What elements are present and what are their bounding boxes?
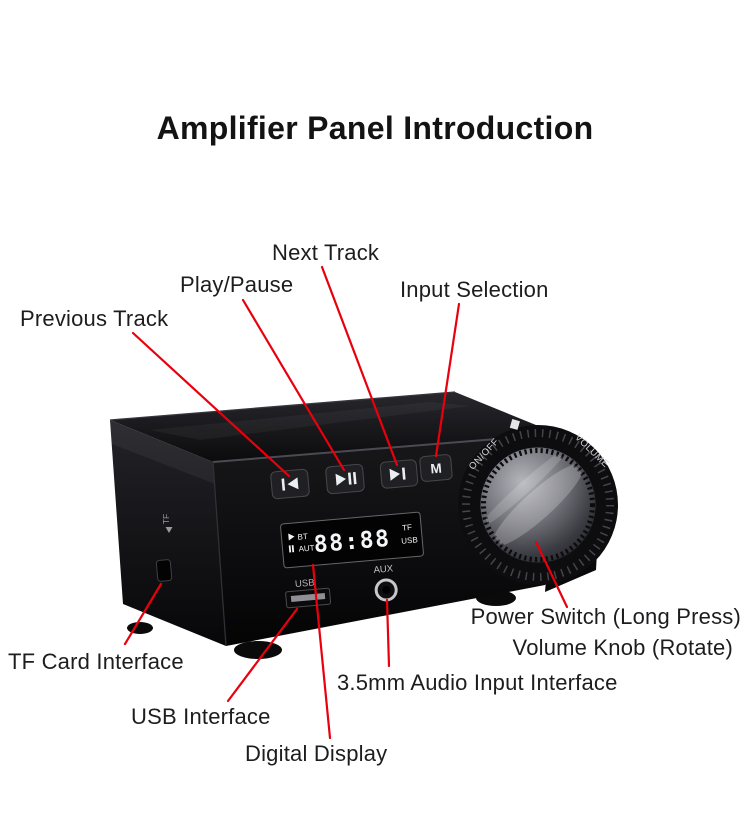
callout-line-next-track [320,265,399,467]
aux-jack: AUX [373,563,398,602]
next-track-button [379,459,419,489]
next-icon [389,467,406,481]
display-pause-icon [288,545,295,553]
knob-knurl [481,448,595,562]
digital-display: BT AUT 88:88 TF USB [280,511,424,569]
callout-line-usb [226,607,299,703]
callout-line-digital-display [311,563,332,740]
tf-arrow-icon [165,527,173,533]
device-foot [234,641,282,659]
left-face-sheen [110,420,215,484]
knob-body [479,446,597,564]
knob-indicator-mark [509,419,520,430]
mode-button-label: M [430,461,443,477]
callout-line-aux [385,598,391,668]
play-pause-icon [335,472,357,486]
volume-knob: ON/OFF VOLUME [458,419,618,585]
display-tf-label: TF [402,523,413,533]
amplifier-device: TF [109,391,618,659]
callout-lines [123,265,569,740]
usb-port-label: USB [295,577,315,590]
previous-track-button [270,468,310,500]
callout-line-play-pause [241,298,346,472]
knob-reflection [484,451,584,547]
callout-previous-track: Previous Track [20,306,169,331]
callout-input-selection: Input Selection [400,277,549,302]
display-play-icon [288,533,295,541]
callout-line-input-selection [434,302,461,458]
callout-usb: USB Interface [131,704,271,729]
aux-jack-hole [382,585,391,594]
play-pause-button [325,463,365,495]
display-aut-label: AUT [298,543,315,553]
callout-aux-input: 3.5mm Audio Input Interface [337,670,618,695]
callout-next-track: Next Track [272,240,380,265]
callout-line-tf-card [123,582,163,646]
tf-side-label: TF [161,514,171,524]
page-title: Amplifier Panel Introduction [156,110,594,146]
callout-line-previous-track [131,331,291,478]
callout-power-switch: Power Switch (Long Press) [470,604,741,629]
callout-play-pause: Play/Pause [180,272,294,297]
previous-icon [281,477,299,491]
display-bt-label: BT [297,532,308,542]
device-left-face [110,420,226,646]
callout-volume-knob: Volume Knob (Rotate) [512,635,733,660]
tf-card-slot [155,559,173,582]
front-left-edge [212,461,227,647]
aux-jack-label: AUX [373,563,394,576]
display-usb-label: USB [401,535,418,545]
top-face-sheen [150,402,470,440]
callout-tf-card: TF Card Interface [8,649,184,674]
mode-button: M [419,454,453,482]
callout-line-volume-knob [534,540,569,609]
callout-digital-display: Digital Display [245,741,388,766]
device-top-face [110,392,558,462]
knob-ring-ticks [462,429,614,581]
back-top-edge [109,391,456,421]
